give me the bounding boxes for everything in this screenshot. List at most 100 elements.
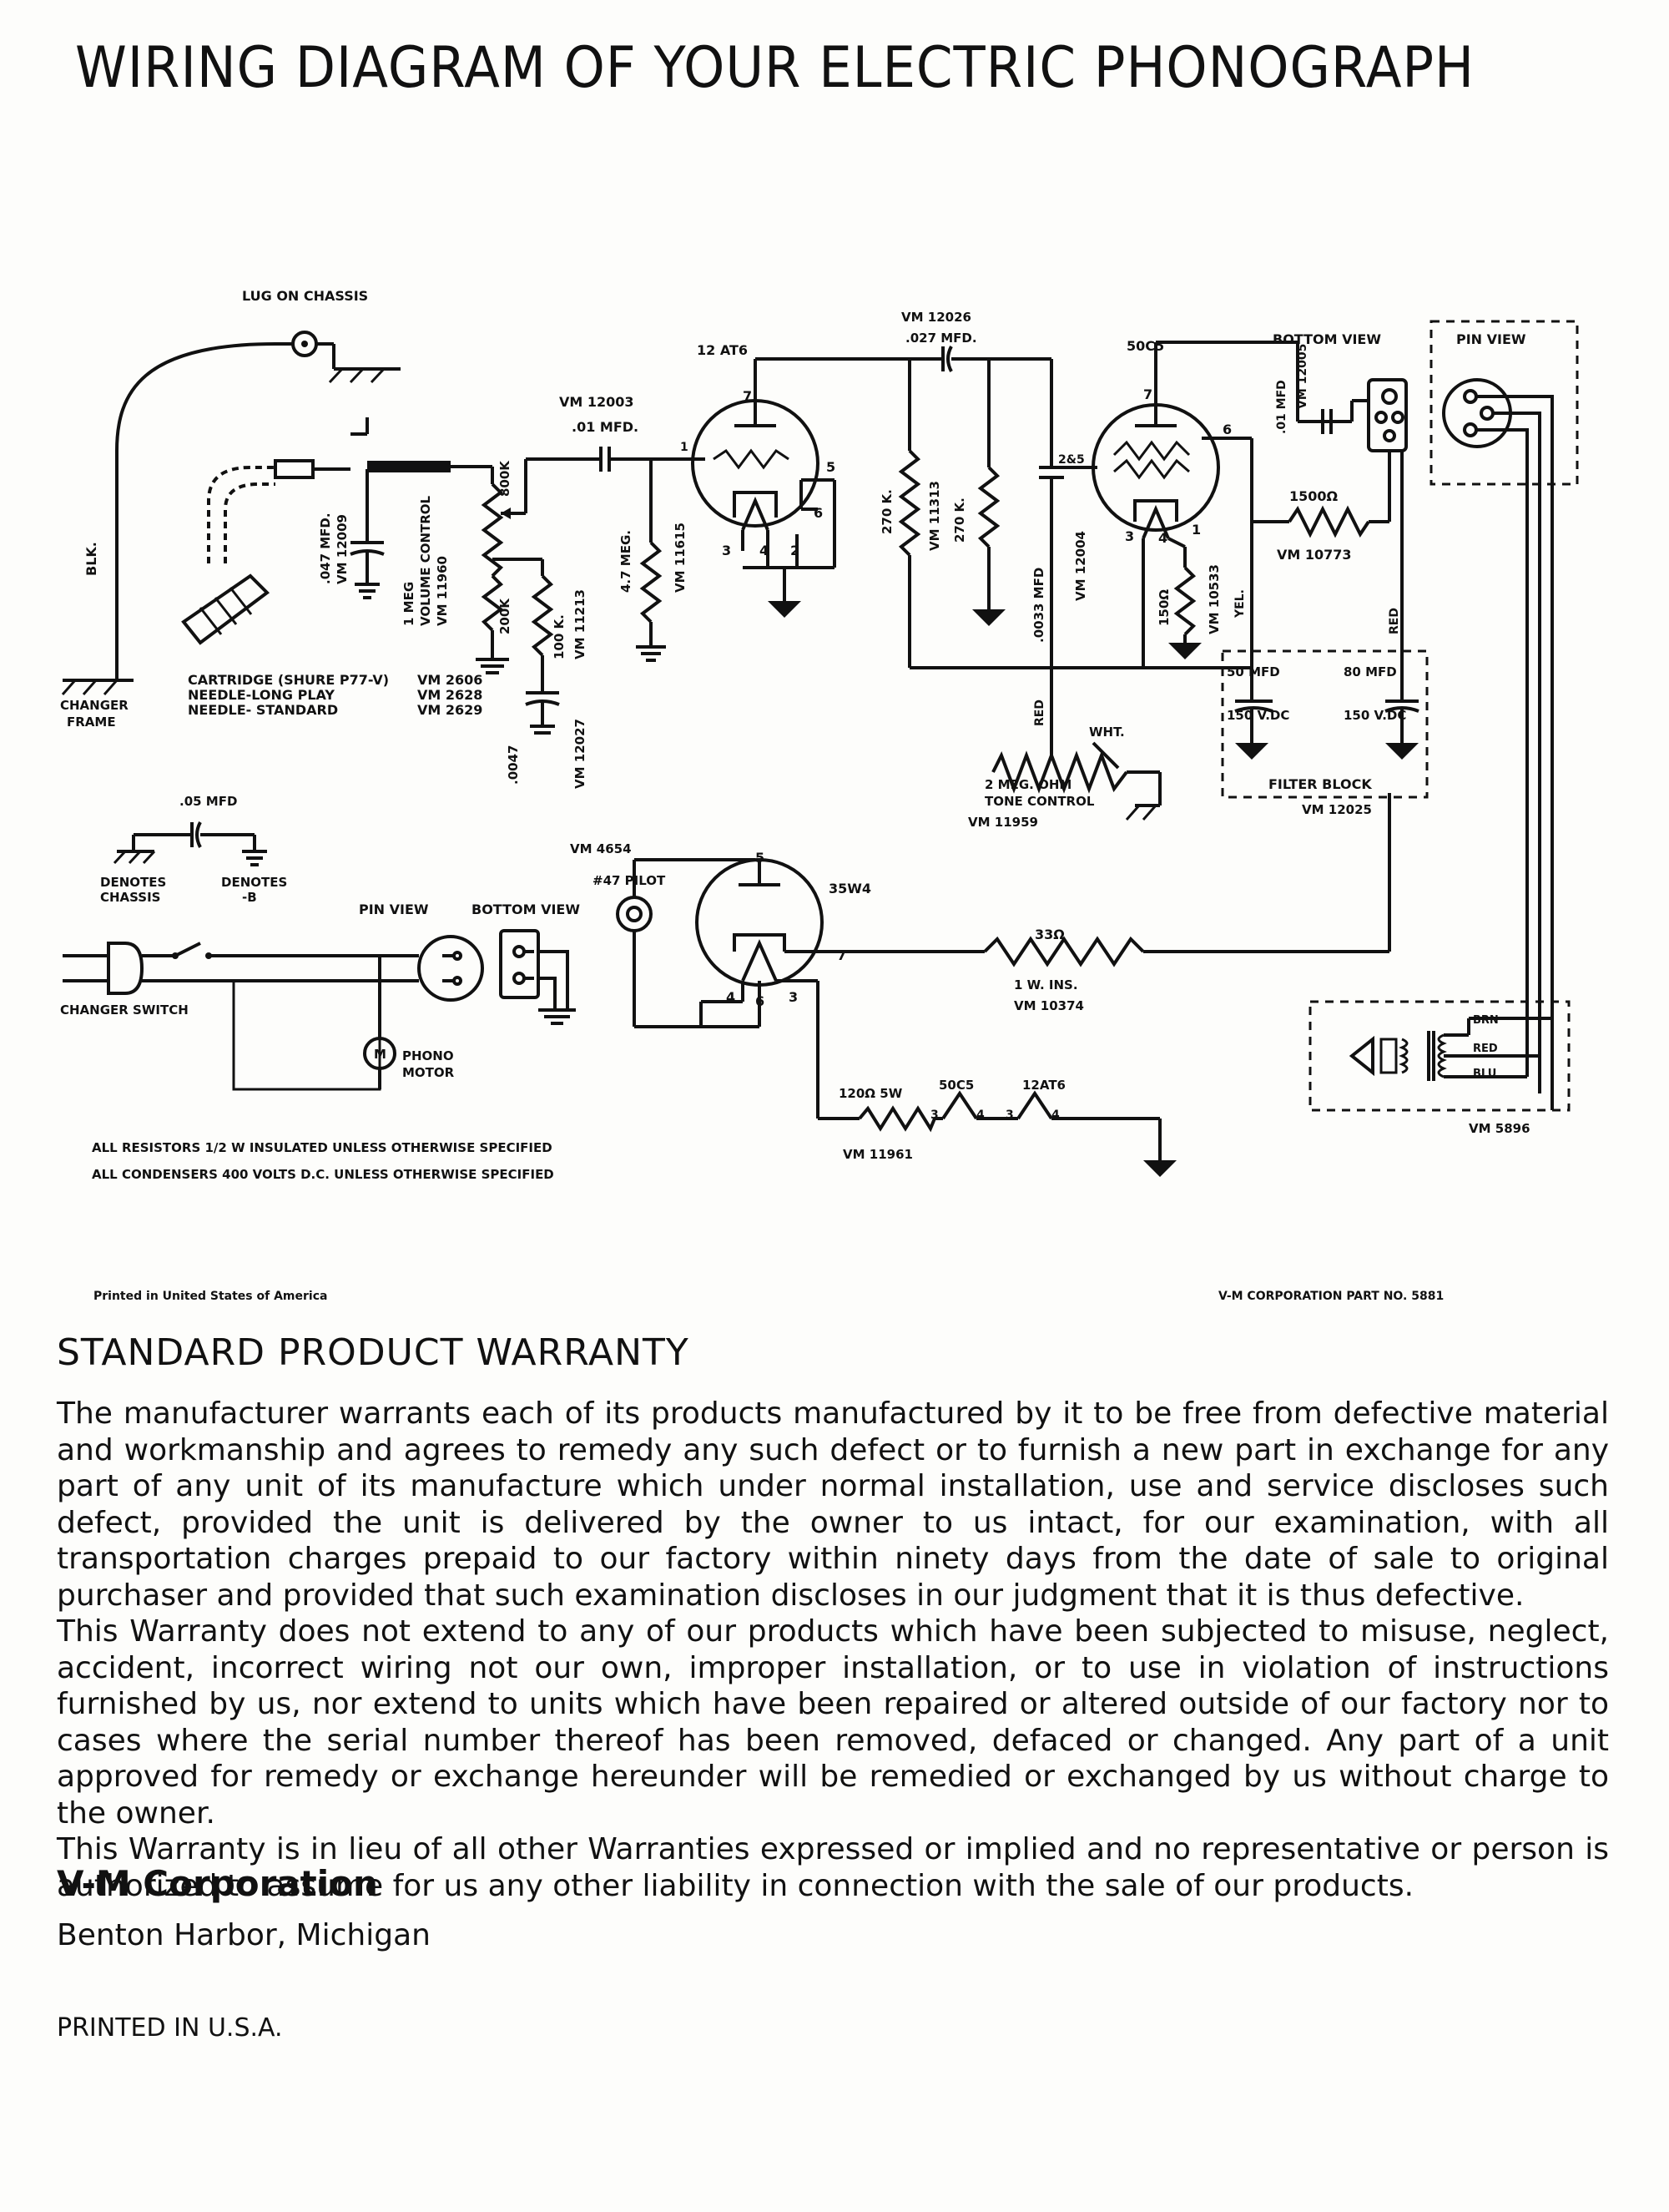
note-resistors: ALL RESISTORS 1/2 W INSULATED UNLESS OTH… [92,1140,552,1155]
svg-text:PIN VIEW: PIN VIEW [359,901,429,917]
lug-on-chassis: LUG ON CHASSIS [242,288,401,384]
svg-text:#47 PILOT: #47 PILOT [592,873,666,888]
svg-text:VM 10374: VM 10374 [1014,998,1084,1013]
speaker: BRN RED BLU VM 5896 [1308,1000,1571,1136]
svg-text:7: 7 [1143,386,1152,402]
svg-text:VM 12003: VM 12003 [559,394,634,410]
svg-text:VM 4654: VM 4654 [570,841,632,856]
company-name: V-M Corporation [57,1863,378,1904]
svg-text:CHANGER SWITCH: CHANGER SWITCH [60,1002,189,1018]
svg-text:VM 11961: VM 11961 [843,1147,913,1162]
svg-text:1 W. INS.: 1 W. INS. [1014,977,1078,992]
svg-text:1: 1 [1192,522,1201,538]
svg-text:4: 4 [1051,1109,1060,1122]
tube-12at6: 12 AT6 7 1 5 6 3 4 2 [680,342,836,618]
svg-text:3: 3 [722,543,731,558]
warranty-heading: STANDARD PRODUCT WARRANTY [57,1331,689,1374]
changer-frame-ground: CHANGER FRAME [60,679,134,730]
capacitor-0033: .0033 MFD VM 12004 [1031,359,1088,668]
svg-text:5: 5 [826,459,835,475]
svg-text:MOTOR: MOTOR [402,1065,455,1080]
svg-text:FILTER BLOCK: FILTER BLOCK [1268,776,1372,792]
motor-loop [232,979,381,1091]
svg-text:1: 1 [680,441,688,454]
ac-plug [63,942,234,995]
changer-switch: CHANGER SWITCH [60,942,367,1018]
svg-text:270 K.: 270 K. [880,489,895,534]
svg-text:.01 MFD: .01 MFD [1275,380,1288,434]
speaker-plug-pin-view: PIN VIEW [1429,320,1579,1110]
svg-text:VM 2628: VM 2628 [417,687,482,703]
svg-text:VM 12005: VM 12005 [1296,344,1309,409]
svg-text:3: 3 [1006,1109,1014,1122]
svg-text:RED: RED [1473,1043,1498,1055]
svg-text:4: 4 [1158,530,1167,546]
svg-text:2&5: 2&5 [1058,453,1085,467]
resistor-33: 33Ω 1 W. INS. VM 10374 [983,793,1391,1013]
svg-text:VM 12004: VM 12004 [1073,531,1088,601]
svg-text:VM 12027: VM 12027 [572,719,587,789]
svg-text:BOTTOM VIEW: BOTTOM VIEW [471,901,580,917]
output-socket-bottom-view: BOTTOM VIEW [1273,331,1408,668]
svg-text:M: M [374,1047,386,1062]
capacitor-01: .01 MFD VM 12005 [1275,342,1352,434]
tone-control: RED WHT. 2 MEG. OHM TONE CONTROL VM 1195… [968,668,1162,830]
svg-text:.01 MFD.: .01 MFD. [572,419,638,435]
svg-text:1 MEG: 1 MEG [401,582,416,626]
svg-text:VM 2606: VM 2606 [417,672,482,688]
volume-control: 800K 200K 1 MEG VOLUME CONTROL VM 11960 [401,460,526,674]
svg-text:150 V.DC: 150 V.DC [1344,708,1406,723]
blk-label: BLK. [83,542,99,576]
svg-text:VM 5896: VM 5896 [1469,1121,1530,1136]
phono-motor: M PHONO MOTOR [363,956,455,1089]
capacitor-0047: .0047 VM 12027 [506,691,587,789]
filter-block: 50 MFD 150 V.DC 80 MFD 150 V.DC FILTER B… [1221,649,1429,817]
printed-in-usa-footer: Printed in United States of America [93,1290,328,1303]
svg-text:7: 7 [837,947,846,963]
svg-text:5: 5 [755,850,764,866]
svg-text:4.7 MEG.: 4.7 MEG. [618,530,633,593]
svg-text:VM 10533: VM 10533 [1207,564,1222,634]
svg-text:800K: 800K [497,460,512,497]
svg-text:VOLUME CONTROL: VOLUME CONTROL [418,495,433,626]
ground-symbols-legend: .05 MFD DENOTES CHASSIS DENOTES -B [100,794,287,905]
yel-label: YEL. [1233,589,1247,619]
part-number-footer: V-M CORPORATION PART NO. 5881 [1218,1290,1445,1303]
warranty-paragraph: This Warranty does not extend to any of … [57,1614,1609,1831]
svg-text:VM 11313: VM 11313 [927,481,942,551]
svg-text:.0047: .0047 [506,745,521,785]
svg-text:4: 4 [976,1109,985,1122]
svg-text:270 K.: 270 K. [952,497,967,543]
svg-text:DENOTES: DENOTES [221,875,287,890]
svg-text:.05 MFD: .05 MFD [179,794,237,809]
svg-text:33Ω: 33Ω [1035,927,1065,942]
svg-text:VM 11960: VM 11960 [435,556,450,626]
blk-lead [115,342,276,680]
svg-text:50C5: 50C5 [1127,338,1164,354]
svg-text:.0033 MFD: .0033 MFD [1031,568,1046,643]
resistor-100k: 100 K. VM 11213 [492,558,587,693]
svg-text:3: 3 [930,1109,939,1122]
svg-text:.047 MFD.: .047 MFD. [318,513,333,584]
svg-text:150Ω: 150Ω [1157,589,1172,626]
svg-text:150 V.DC: 150 V.DC [1227,708,1289,723]
resistor-270k-grid: 270 K. [952,359,1006,626]
svg-text:VM 12009: VM 12009 [335,514,350,584]
resistor-270k-plate: 270 K. VM 11313 [880,359,942,668]
power-socket-bottom-view: BOTTOM VIEW [471,901,580,1025]
svg-text:CHASSIS: CHASSIS [100,890,161,905]
svg-text:50C5: 50C5 [939,1078,974,1093]
svg-text:6: 6 [1223,422,1232,437]
heater-string: 120Ω 5W VM 11961 50C5 3 4 12AT6 3 4 [818,1078,1177,1177]
svg-text:VM 11213: VM 11213 [572,589,587,659]
tube-35w4: 35W4 5 7 4 6 3 [695,850,985,1119]
svg-text:100 K.: 100 K. [552,614,567,659]
contact-switch [350,417,451,472]
svg-text:.027 MFD.: .027 MFD. [905,331,977,346]
svg-text:PIN VIEW: PIN VIEW [1456,331,1526,347]
svg-text:BRN: BRN [1473,1014,1499,1027]
svg-text:VM 12026: VM 12026 [901,310,971,325]
svg-text:BLU: BLU [1473,1068,1496,1080]
svg-text:BOTTOM VIEW: BOTTOM VIEW [1273,331,1381,347]
